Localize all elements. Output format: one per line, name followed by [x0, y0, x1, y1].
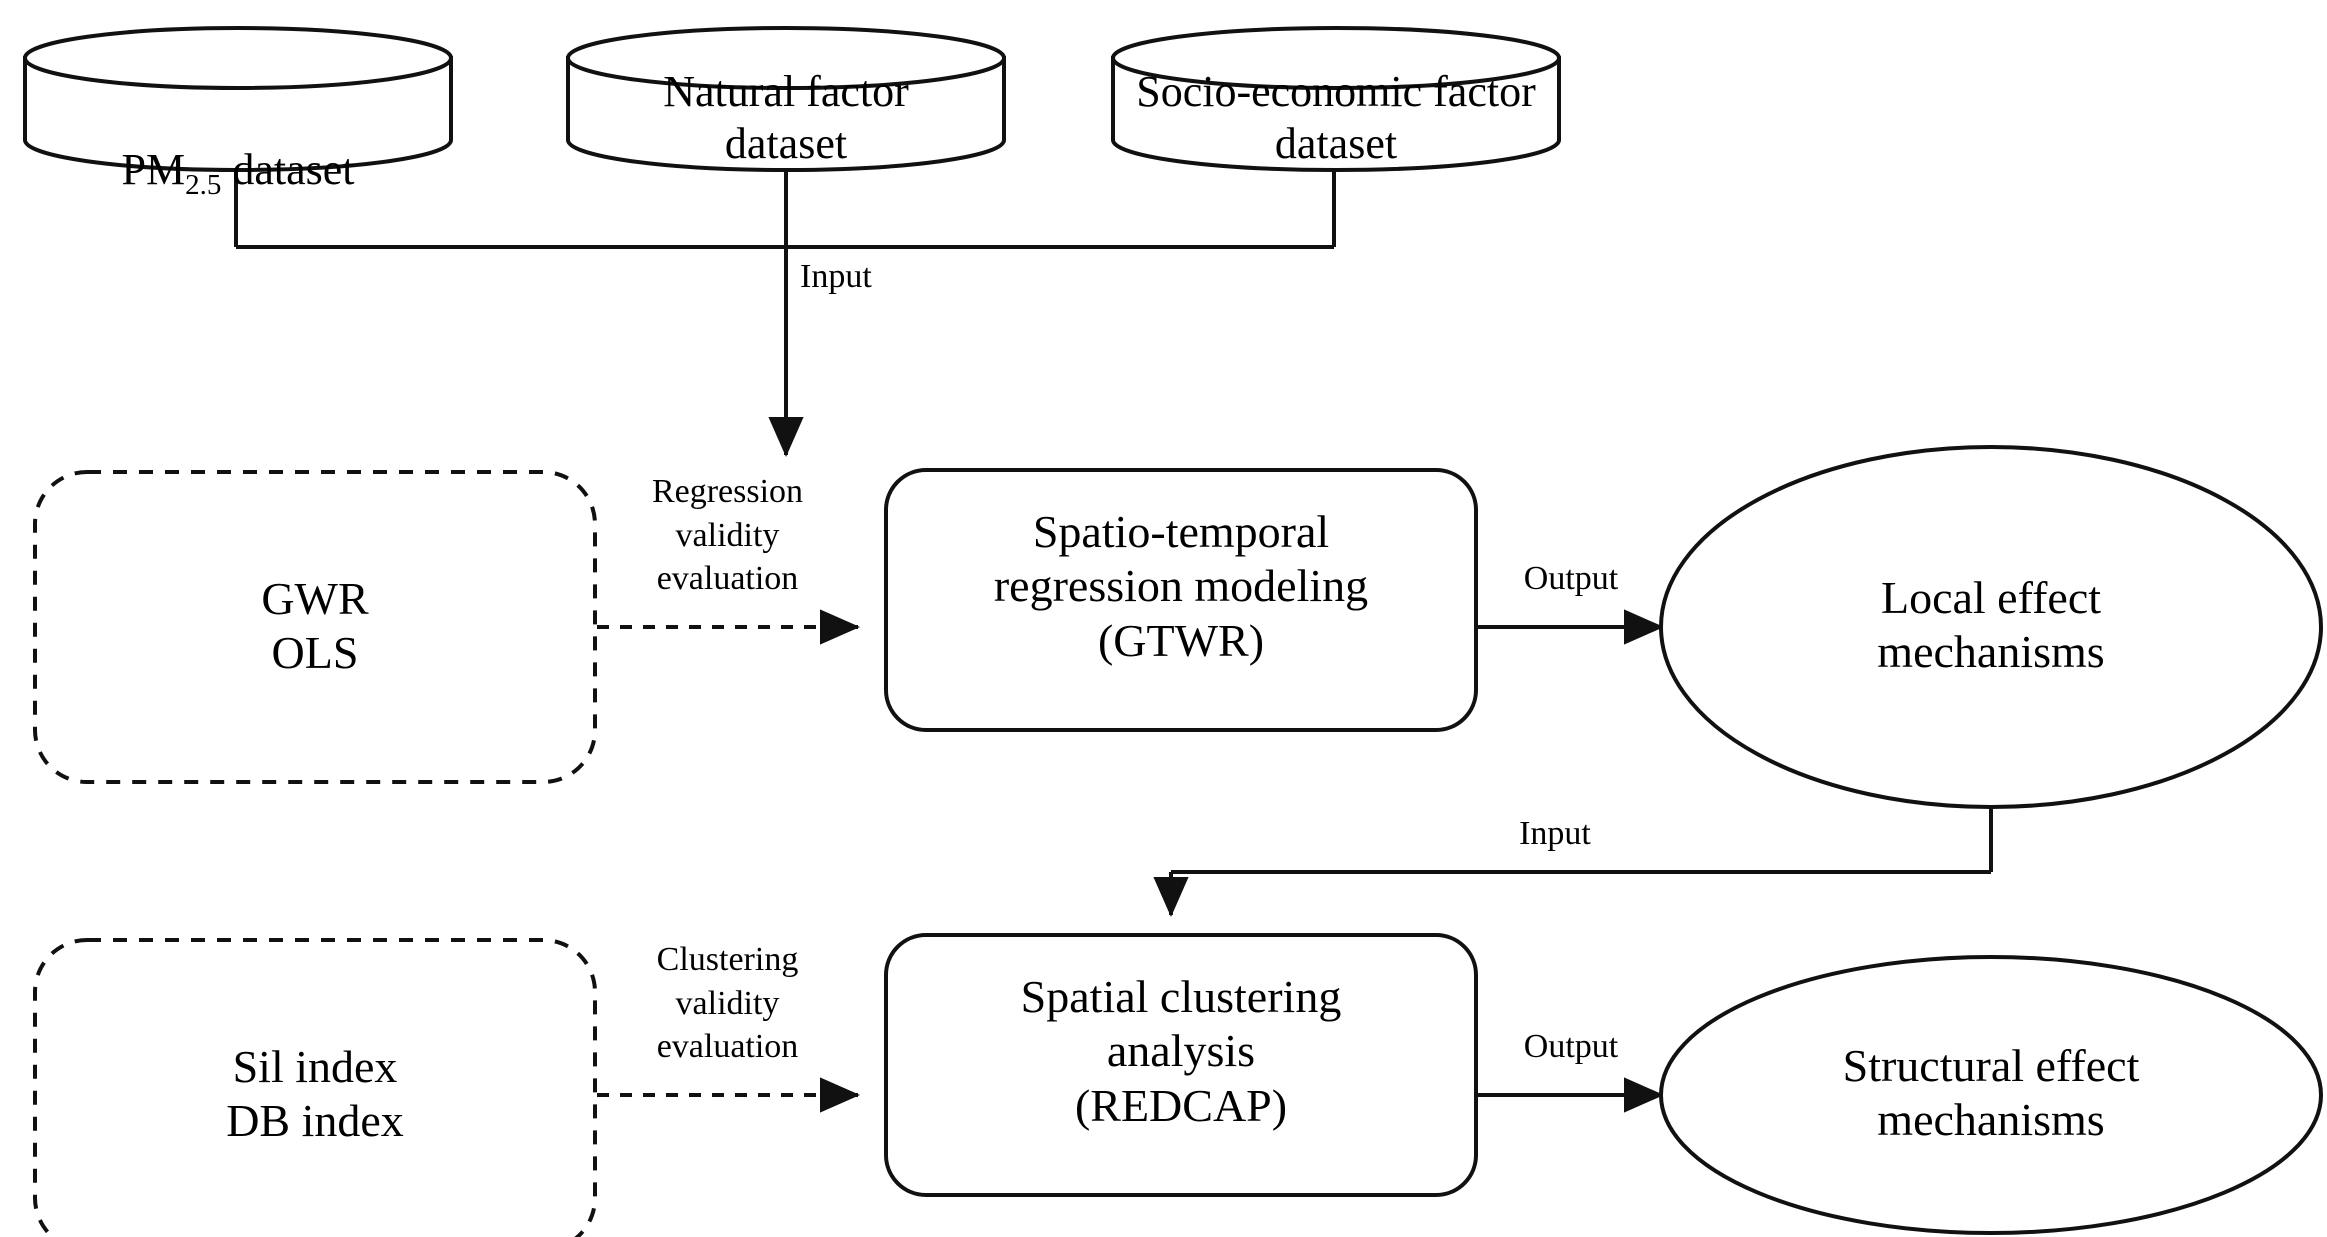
- process-box-redcap: [884, 933, 1478, 1197]
- ellipse-structural-effect: [1659, 955, 2323, 1235]
- cylinder-socio-economic-factor: [1111, 26, 1561, 172]
- cylinder-pm25: [23, 26, 453, 172]
- dashed-box-sil-db: [33, 938, 597, 1237]
- dashed-box-gwr-ols: [33, 470, 597, 784]
- ellipse-local-effect: [1659, 445, 2323, 809]
- process-box-gtwr: [884, 468, 1478, 732]
- cylinder-natural-factor: [566, 26, 1006, 172]
- connector-datasets-to-gtwr: [234, 168, 1336, 457]
- connector-local-effect-to-redcap: [1153, 805, 1993, 917]
